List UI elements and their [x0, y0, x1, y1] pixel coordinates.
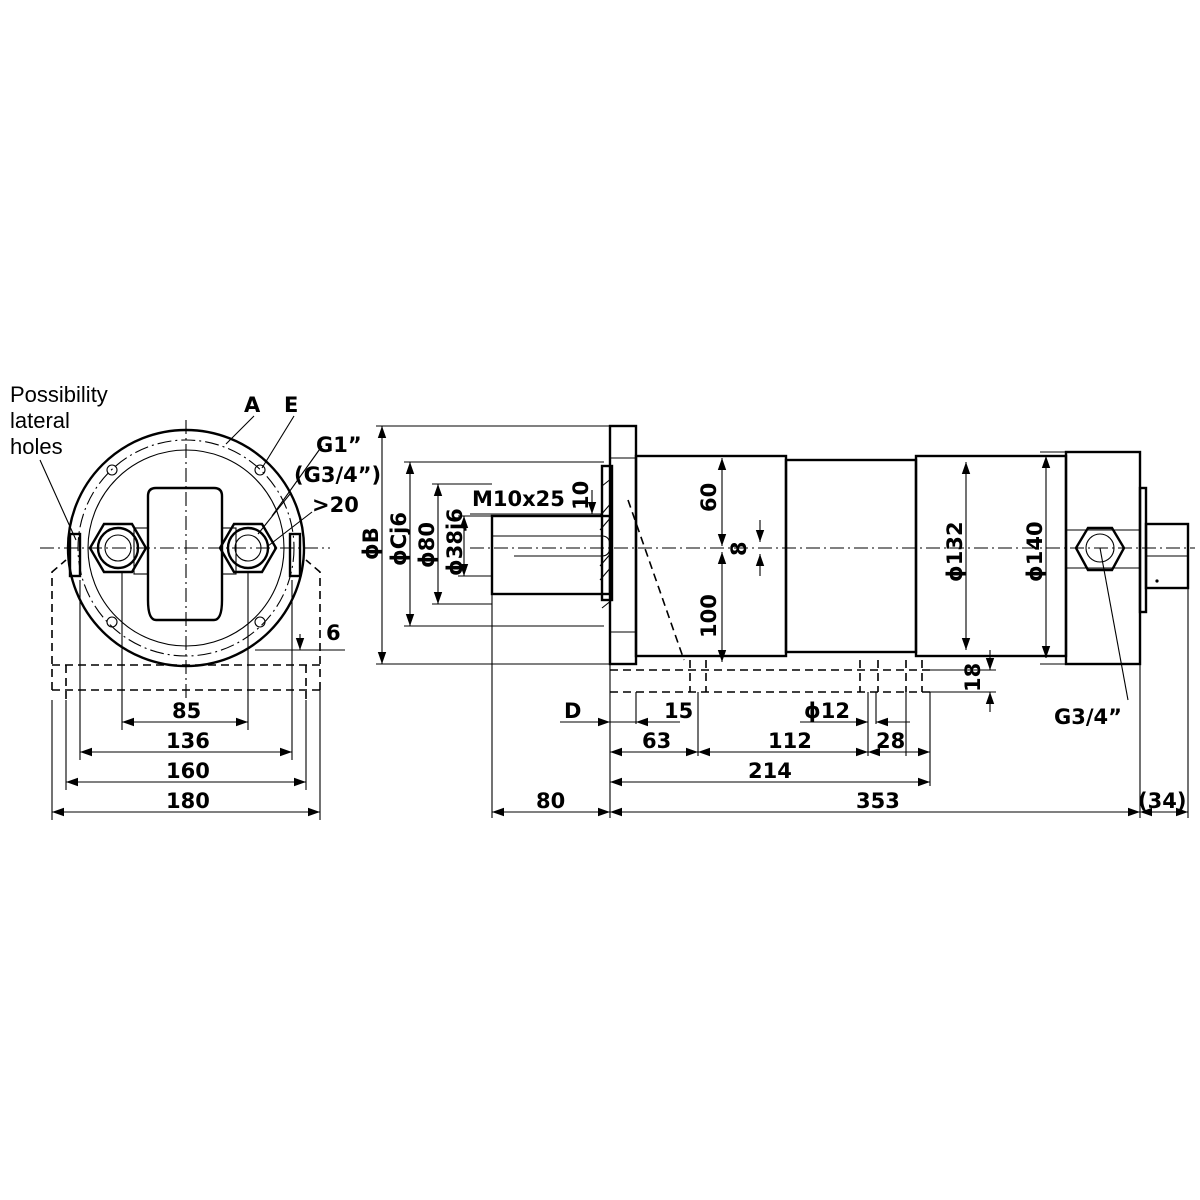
- output-shaft: [490, 514, 612, 596]
- dim-136-label: 136: [166, 729, 210, 753]
- motor-body-middle: [784, 458, 918, 654]
- port-depth-label: >20: [312, 493, 359, 517]
- lateral-holes-note-line1: Possibility: [10, 382, 108, 407]
- dim-63-label: 63: [642, 729, 671, 753]
- dim-214-label: 214: [748, 759, 792, 783]
- dia-140-label: ϕ140: [1023, 521, 1047, 582]
- port-left-icon: [88, 522, 148, 574]
- front-view: Possibility lateral holes A E G1” (G3/4”…: [10, 382, 381, 820]
- lateral-holes-note-line3: holes: [10, 434, 63, 459]
- bolt-hole-icon: [254, 464, 266, 476]
- dia-b-label: ϕB: [359, 527, 383, 560]
- dim-18-label: 18: [961, 663, 985, 692]
- dia-12-label: ϕ12: [804, 699, 850, 723]
- lateral-holes-note-line2: lateral: [10, 408, 70, 433]
- thread-label: M10x25: [472, 487, 565, 511]
- dim-6-label: 6: [326, 621, 341, 645]
- dim-28-label: 28: [876, 729, 905, 753]
- port-alt-size-label: (G3/4”): [294, 463, 381, 487]
- dim-8-label: 8: [727, 541, 751, 556]
- dim-60-label: 60: [697, 483, 721, 512]
- dim-10-label: 10: [569, 481, 593, 510]
- dia-132-label: ϕ132: [943, 521, 967, 582]
- dia-38-label: ϕ38j6: [443, 508, 467, 576]
- dia-80-label: ϕ80: [415, 522, 439, 568]
- housing-outer-circle: [66, 428, 306, 668]
- dim-15-label: 15: [664, 699, 693, 723]
- dim-112-label: 112: [768, 729, 812, 753]
- side-view: ϕB ϕCj6 ϕ80 ϕ38j6 10 60 8 100 ϕ132 ϕ140 …: [359, 424, 1195, 818]
- label-e: E: [284, 393, 298, 417]
- dim-180-label: 180: [166, 789, 210, 813]
- dim-85-label: 85: [172, 699, 201, 723]
- mounting-flange: [608, 424, 638, 666]
- label-a: A: [244, 393, 261, 417]
- port-right-icon: [218, 522, 278, 574]
- dim-100-label: 100: [697, 594, 721, 638]
- end-cap: [1064, 450, 1142, 666]
- dim-160-label: 160: [166, 759, 210, 783]
- dia-c-label: ϕCj6: [387, 512, 411, 566]
- bolt-hole-icon: [106, 464, 118, 476]
- bolt-hole-icon: [254, 616, 266, 628]
- rear-port-label: G3/4”: [1054, 705, 1122, 729]
- port-size-label: G1”: [316, 433, 362, 457]
- label-d: D: [564, 699, 581, 723]
- dim-80-label: 80: [536, 789, 565, 813]
- bolt-hole-icon: [106, 616, 118, 628]
- rear-port-icon: [1066, 526, 1140, 572]
- dim-353-label: 353: [856, 789, 900, 813]
- dim-34-label: (34): [1138, 789, 1186, 813]
